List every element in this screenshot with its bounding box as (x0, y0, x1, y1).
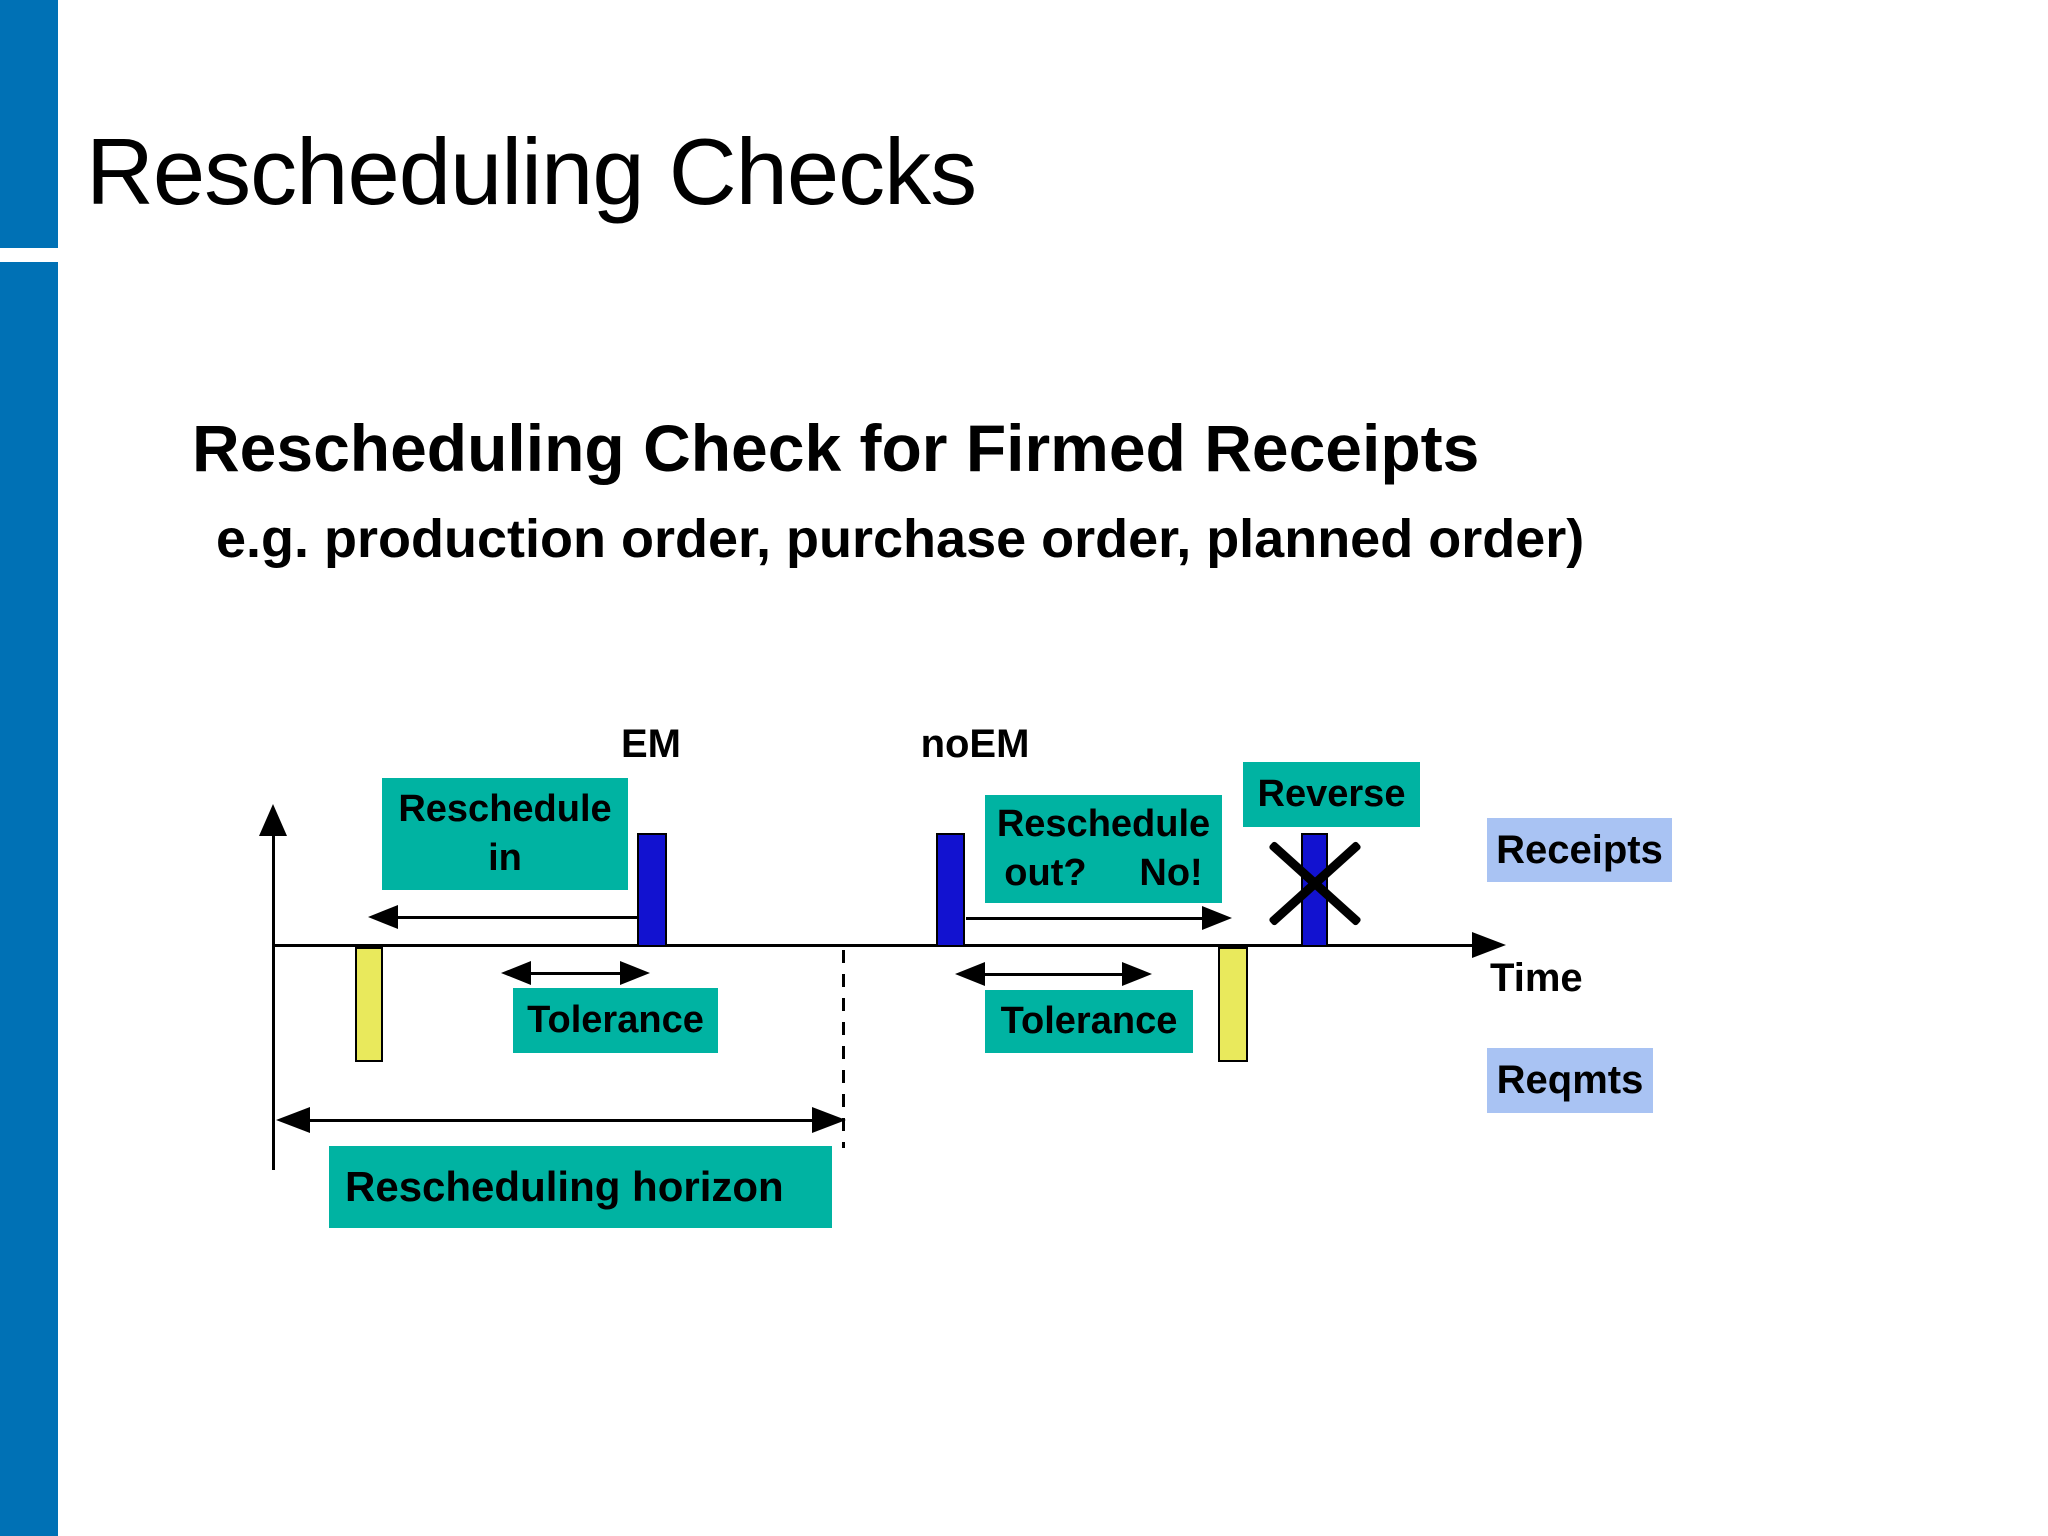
time-axis-arrowhead-icon (1472, 932, 1506, 958)
horizon-arrowhead-right-icon (812, 1107, 846, 1133)
tolerance-right-box: Tolerance (985, 990, 1193, 1053)
tolerance-left-arrow-line (520, 972, 630, 975)
slide-subtitle: Rescheduling Check for Firmed Receipts (192, 411, 1480, 485)
horizon-boundary-dashed-line (842, 950, 845, 1148)
requirement-bar-left (355, 947, 383, 1062)
reqmts-legend-box: Reqmts (1487, 1048, 1653, 1113)
tolerance-right-arrow-line (974, 973, 1132, 976)
em-receipt-bar (637, 833, 667, 947)
accent-bar-bottom (0, 262, 58, 1536)
accent-bar-top (0, 0, 58, 248)
tolerance-left-arrowhead-left-icon (501, 961, 531, 985)
value-axis-arrowhead-icon (259, 804, 287, 836)
reschedule-in-box: Reschedule in (382, 778, 628, 890)
slide-subtitle-example: e.g. production order, purchase order, p… (216, 509, 1585, 569)
noem-receipt-bar (936, 833, 965, 947)
receipts-legend-box: Receipts (1487, 818, 1672, 882)
noem-label: noEM (920, 722, 1030, 766)
reschedule-out-box: Reschedule out? No! (985, 795, 1222, 903)
value-axis-line (272, 824, 275, 1170)
horizon-arrow-line (295, 1119, 827, 1122)
reschedule-out-arrowhead-icon (1202, 906, 1232, 930)
tolerance-left-box: Tolerance (513, 988, 718, 1053)
time-axis-line (273, 944, 1473, 947)
reschedule-in-arrowhead-icon (368, 905, 398, 929)
reschedule-out-arrow-line (966, 917, 1202, 920)
tolerance-right-arrowhead-right-icon (1122, 962, 1152, 986)
reschedule-in-arrow-line (396, 916, 637, 919)
page-title: Rescheduling Checks (86, 119, 977, 224)
em-label: EM (621, 722, 681, 766)
requirement-bar-right (1218, 947, 1248, 1062)
tolerance-left-arrowhead-right-icon (620, 961, 650, 985)
rescheduling-horizon-box: Rescheduling horizon (329, 1146, 832, 1228)
tolerance-right-arrowhead-left-icon (955, 962, 985, 986)
horizon-arrowhead-left-icon (276, 1107, 310, 1133)
time-axis-label: Time (1490, 956, 1583, 1000)
reverse-box: Reverse (1243, 762, 1420, 827)
